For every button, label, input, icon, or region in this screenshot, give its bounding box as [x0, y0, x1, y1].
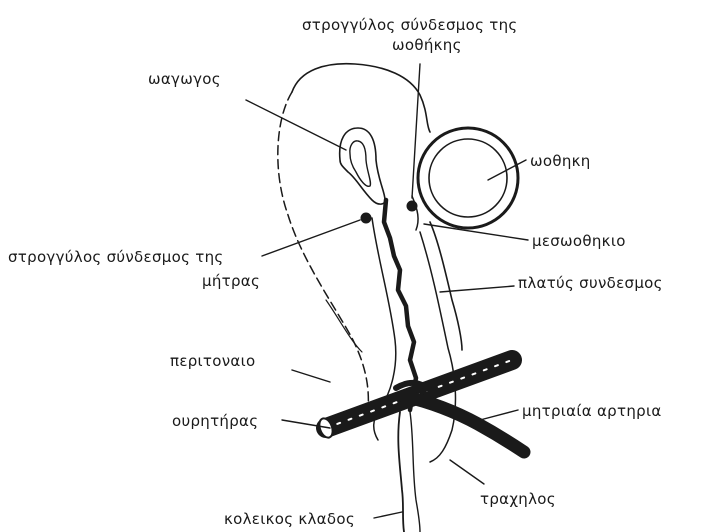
cervix-outline — [420, 232, 455, 462]
leader-broad-ligament — [440, 286, 514, 292]
broad-ligament-outline — [292, 64, 430, 132]
label-ureter: ουρητήρας — [172, 412, 258, 430]
round-ligament-ovary-dot — [407, 201, 417, 211]
label-vaginal-branch: κολεικος κλαδος — [224, 510, 355, 528]
leader-round-ligament-uterus — [262, 220, 360, 256]
label-oviduct: ωαγωγος — [148, 70, 221, 88]
leader-peritoneum — [292, 370, 330, 382]
label-round-ligament-ovary-line1: στρογγύλος σύνδεσμος της — [302, 16, 518, 34]
round-ligament-uterus-dot — [361, 213, 371, 223]
leader-vaginal-branch — [374, 512, 402, 518]
label-mesovarium: μεσωοθηκιο — [532, 232, 626, 250]
peritoneum-outline — [278, 92, 369, 410]
vaginal-branch-vessel-2 — [410, 412, 420, 532]
label-ovary: ωοθηκη — [530, 152, 591, 170]
label-round-ligament-uterus-line2: μήτρας — [202, 272, 260, 290]
ovary-outer — [418, 128, 518, 228]
leader-cervix — [450, 460, 484, 484]
leader-oviduct — [246, 100, 346, 150]
label-cervix: τραχηλος — [480, 490, 556, 508]
leader-uterine-artery — [480, 410, 518, 420]
oviduct-structure — [340, 128, 385, 204]
uterine-artery-vessel — [404, 396, 524, 452]
ovary-inner — [429, 139, 507, 217]
label-uterine-artery: μητριαία αρτηρια — [522, 402, 662, 420]
label-round-ligament-ovary-line2: ωοθήκης — [392, 36, 462, 54]
label-peritoneum: περιτοναιο — [170, 352, 255, 370]
label-broad-ligament: πλατύς συνδεσμος — [518, 274, 663, 292]
label-round-ligament-uterus-line1: στρογγύλος σύνδεσμος της — [8, 248, 224, 266]
vaginal-branch-vessel — [398, 412, 404, 532]
inner-contour — [326, 300, 362, 352]
oviduct-lumen — [350, 141, 371, 186]
